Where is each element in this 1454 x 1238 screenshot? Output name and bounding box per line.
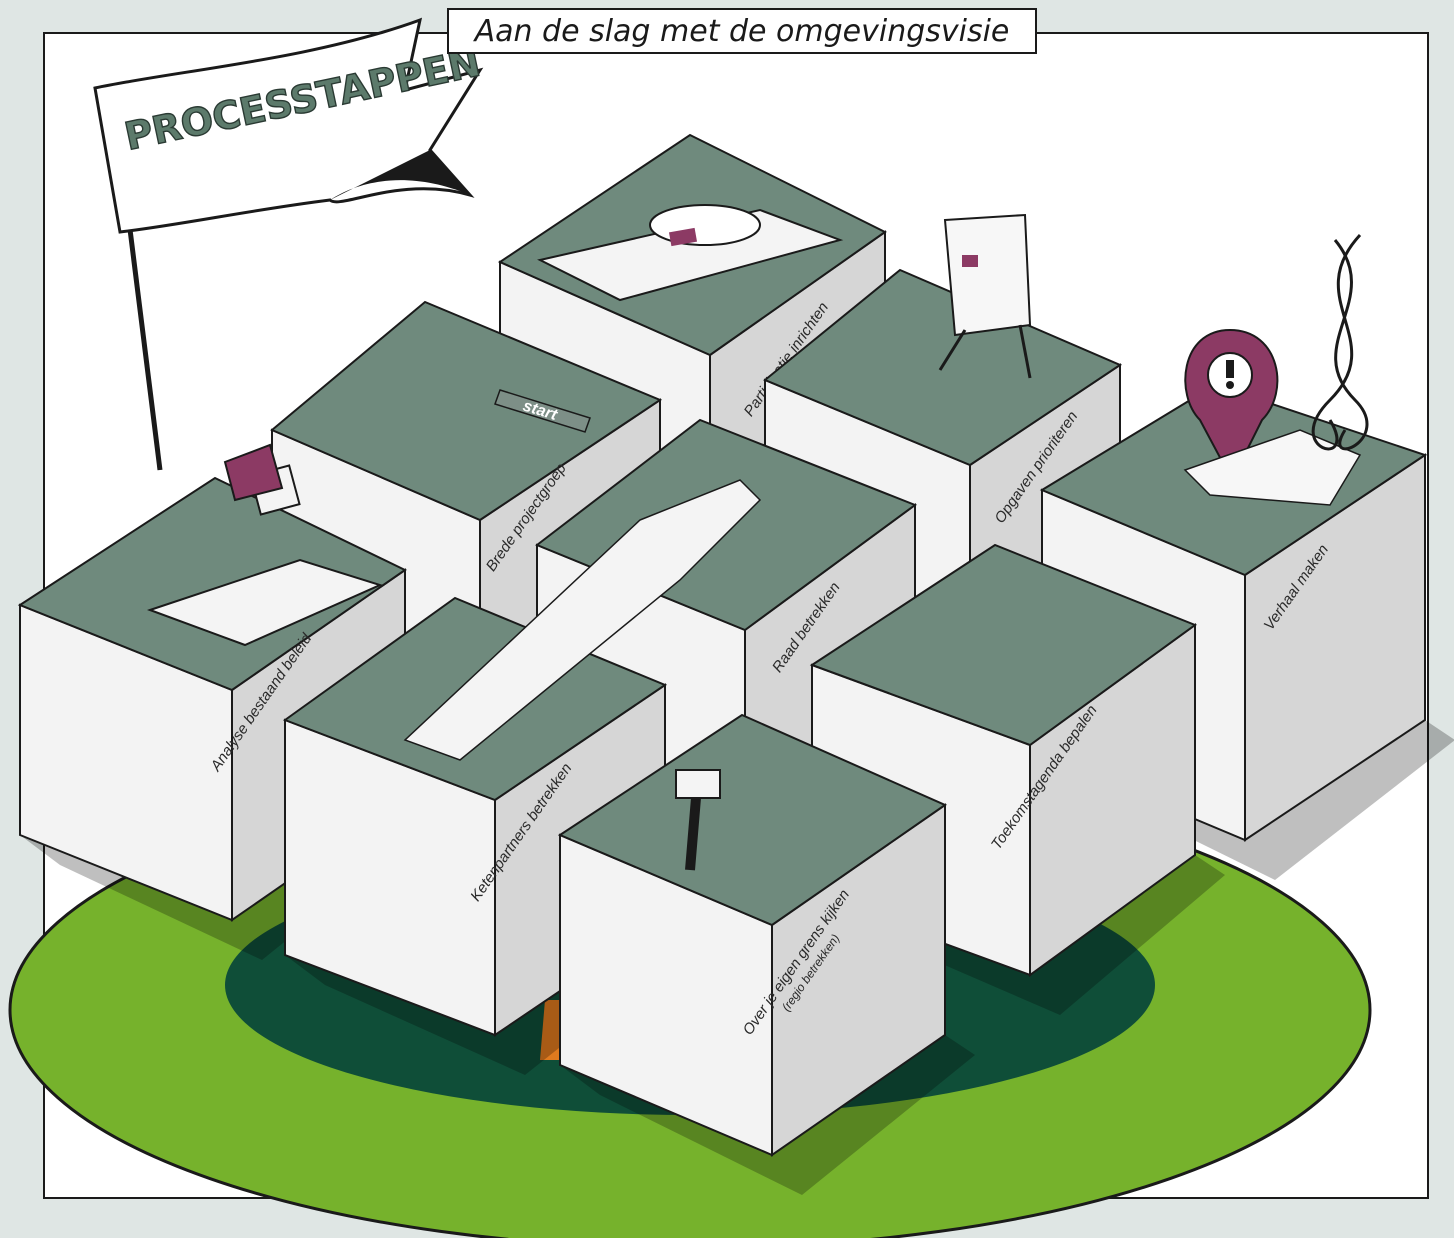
flipchart [938,213,1032,379]
folder [223,443,284,502]
block-top-face [270,300,663,522]
living-room [537,204,844,302]
page-title: Aan de slag met de omgevingsvisie [474,13,1010,49]
title-box: Aan de slag met de omgevingsvisie [447,8,1037,54]
desk [146,443,383,647]
dna-helix-icon [1311,233,1369,451]
step-block: Toekomstagenda bepalen [809,543,1225,1015]
step-block: Over je eigen grens kijken(regio betrekk… [557,713,975,1195]
paper-roll [403,479,762,761]
block-top-face [17,476,407,692]
block-shadow [560,1035,975,1195]
map-sheet [1183,429,1362,506]
block-top-face [809,543,1198,747]
block-top-face [557,713,948,927]
camera-tripod-icon [675,769,721,871]
scene-details: start [146,204,1369,871]
flag: PROCESSTAPPEN [93,17,485,471]
